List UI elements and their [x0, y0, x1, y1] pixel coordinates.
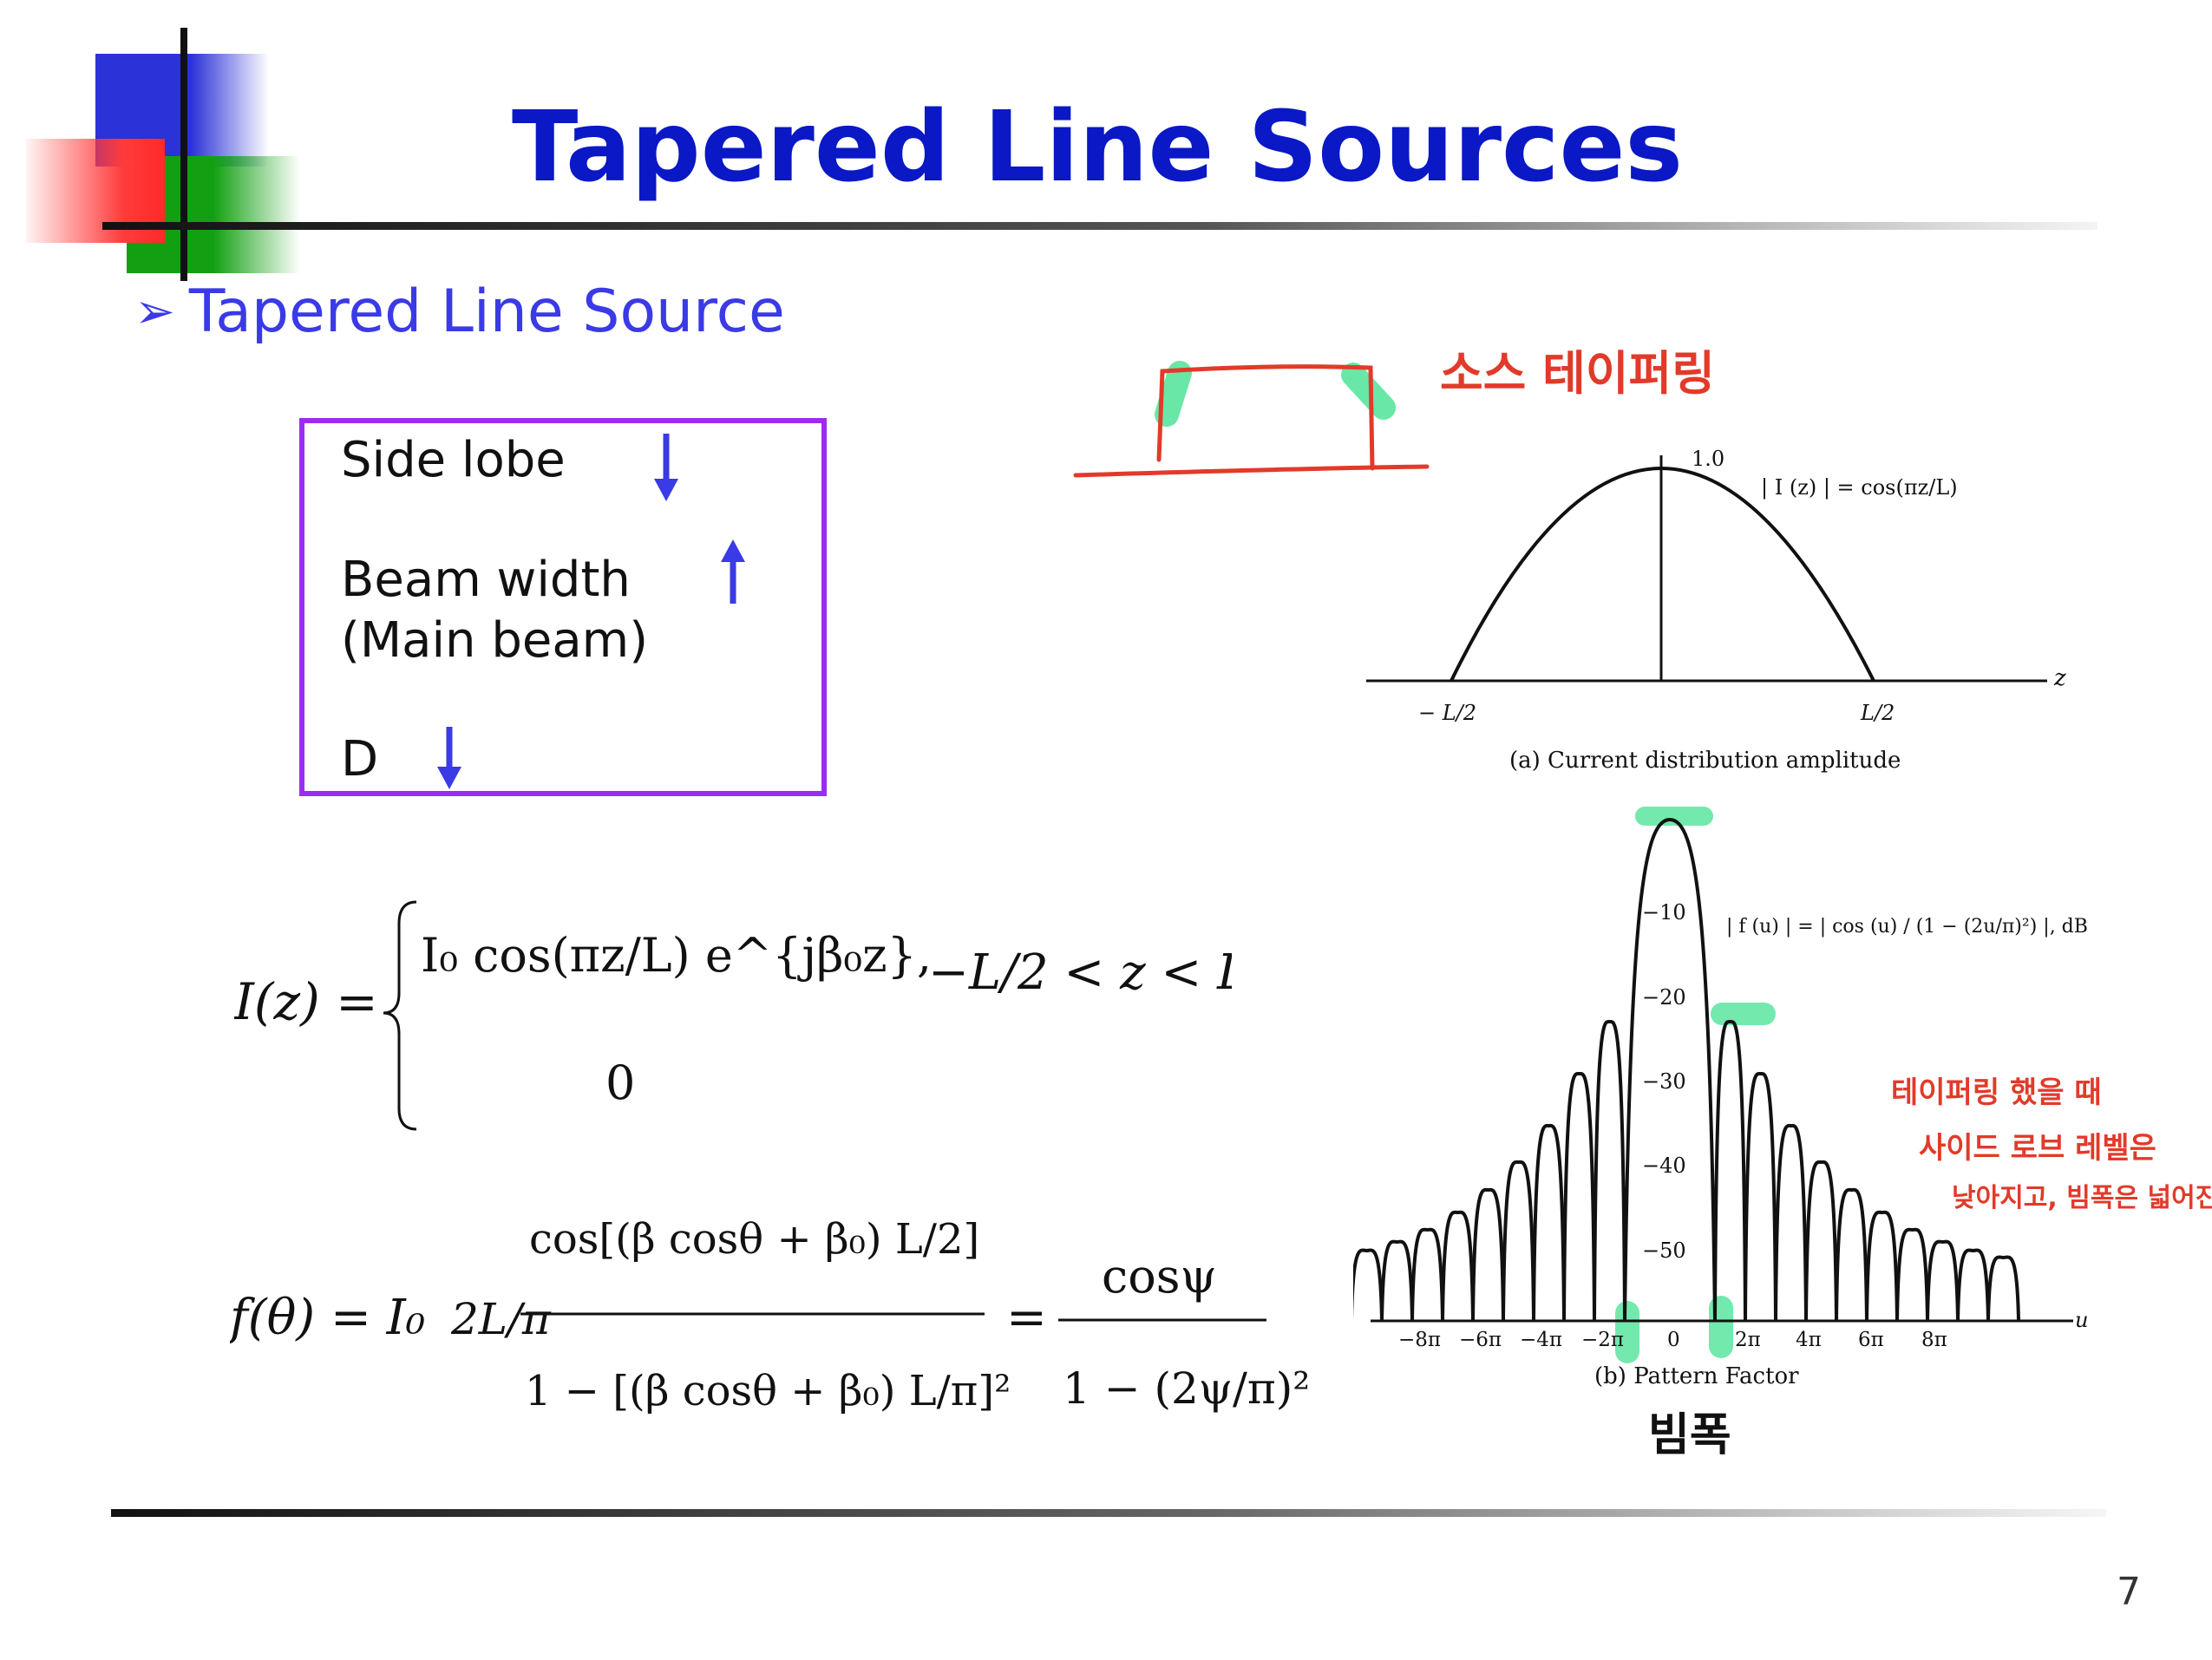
directivity-label: D: [341, 731, 379, 788]
pattern-factor-figure: −10 −20 −30 −40 −50 −8π −6π −4π −2π 0 2π 4π 6π 8π | …: [1353, 807, 2088, 1389]
side-lobe: [1471, 1187, 1505, 1322]
side-lobe: [1926, 1239, 1960, 1322]
side-lobe: [1956, 1248, 1990, 1322]
beamwidth-note: 빔폭: [1648, 1409, 1731, 1461]
current-equation: I(z) = I₀ cos(πz/L) e^{jβ₀z}, −L/2 < z <…: [234, 900, 1232, 1131]
u-axis-label: u: [2075, 1308, 2088, 1332]
source-tapering-note: 소스 테이퍼링: [1440, 346, 1715, 401]
y-tick-label: −30: [1642, 1069, 1686, 1094]
side-lobe: [1353, 1248, 1384, 1322]
x-tick-label: −4π: [1520, 1329, 1562, 1351]
z-axis-label: z: [2053, 665, 2066, 691]
peak-label: 1.0: [1692, 447, 1724, 471]
x-tick-label: 2π: [1735, 1329, 1761, 1351]
effects-box: [299, 418, 827, 796]
figure-b-caption: (b) Pattern Factor: [1594, 1363, 1799, 1389]
side-lobe-label: Side lobe: [341, 432, 566, 488]
x-tick-label: 0: [1667, 1329, 1680, 1351]
main-beam-label: (Main beam): [341, 612, 649, 669]
corner-decoration: [0, 0, 312, 286]
side-lobe: [1441, 1210, 1475, 1322]
pattern-rhs-numerator: cosψ: [1102, 1249, 1217, 1304]
tapering-note-line-3: 낮아지고, 빔폭은 넓어진다: [1952, 1183, 2212, 1213]
pattern-formula: | f (u) | = | cos (u) / (1 − (2u/π)²) |,…: [1726, 916, 2088, 938]
current-lhs: I(z) =: [234, 972, 378, 1031]
vertical-line: [180, 28, 187, 281]
side-lobe: [1410, 1227, 1444, 1322]
side-lobe: [1895, 1227, 1929, 1322]
tapering-note-line-1: 테이퍼링 했을 때: [1891, 1075, 2102, 1110]
x-tick-label: 8π: [1921, 1329, 1947, 1351]
x-tick-label: −8π: [1398, 1329, 1441, 1351]
pattern-lhs: f(θ) = I₀: [230, 1290, 425, 1346]
pattern-rhs-denominator: 1 − (2ψ/π)²: [1063, 1363, 1310, 1414]
current-distribution-figure: 1.0 | I (z) | = cos(πz/L) z − L/2 L/2 (a…: [1366, 447, 2066, 774]
side-lobe: [1986, 1255, 2020, 1322]
x-tick-label: −2π: [1581, 1329, 1624, 1351]
bullet-arrow-icon: ➢: [134, 284, 175, 340]
side-lobe: [1562, 1071, 1596, 1322]
current-formula: | I (z) | = cos(πz/L): [1761, 475, 1958, 500]
pattern-two-l-over-pi: 2L/π: [450, 1294, 552, 1344]
footer-rule: [111, 1509, 2106, 1517]
side-lobe: [1744, 1071, 1777, 1322]
y-tick-label: −50: [1642, 1238, 1686, 1263]
y-tick-label: −10: [1642, 900, 1686, 925]
right-end-label: L/2: [1860, 701, 1895, 725]
side-lobe: [1593, 1019, 1626, 1322]
left-end-label: − L/2: [1418, 701, 1476, 725]
bullet-text: Tapered Line Source: [188, 278, 785, 346]
current-case-2: 0: [605, 1055, 635, 1110]
pattern-numerator: cos[(β cosθ + β₀) L/2]: [529, 1215, 979, 1264]
bullet-item: ➢Tapered Line Source: [134, 278, 785, 346]
side-lobe: [1713, 1019, 1747, 1322]
side-lobe: [1532, 1123, 1566, 1322]
x-tick-label: 4π: [1796, 1329, 1822, 1351]
current-condition: −L/2 < z < L/2: [928, 944, 1232, 1001]
tapering-note-line-2: 사이드 로브 레벨은: [1919, 1131, 2156, 1166]
figure-a-caption: (a) Current distribution amplitude: [1509, 748, 1901, 774]
slide-title: Tapered Line Sources: [512, 91, 1684, 204]
beam-width-label: Beam width: [341, 552, 631, 608]
pattern-equation: f(θ) = I₀ 2L/π cos[(β cosθ + β₀) L/2] 1 …: [230, 1215, 1310, 1415]
pattern-denominator: 1 − [(β cosθ + β₀) L/π]²: [525, 1367, 1011, 1415]
x-tick-label: 6π: [1858, 1329, 1884, 1351]
side-lobe: [1380, 1239, 1414, 1322]
side-lobe: [1502, 1160, 1535, 1322]
y-tick-label: −40: [1642, 1154, 1686, 1178]
current-case-1: I₀ cos(πz/L) e^{jβ₀z},: [421, 928, 932, 983]
title-underline: [102, 222, 2097, 230]
side-lobe: [1804, 1160, 1838, 1322]
y-tick-label: −20: [1642, 985, 1686, 1010]
side-lobe: [1835, 1187, 1868, 1322]
main-lobe: [1623, 817, 1717, 1322]
x-tick-label: −6π: [1459, 1329, 1502, 1351]
page-number: 7: [2117, 1570, 2141, 1614]
side-lobe: [1774, 1123, 1808, 1322]
svg-text:=: =: [1006, 1290, 1047, 1346]
side-lobe: [1865, 1210, 1899, 1322]
